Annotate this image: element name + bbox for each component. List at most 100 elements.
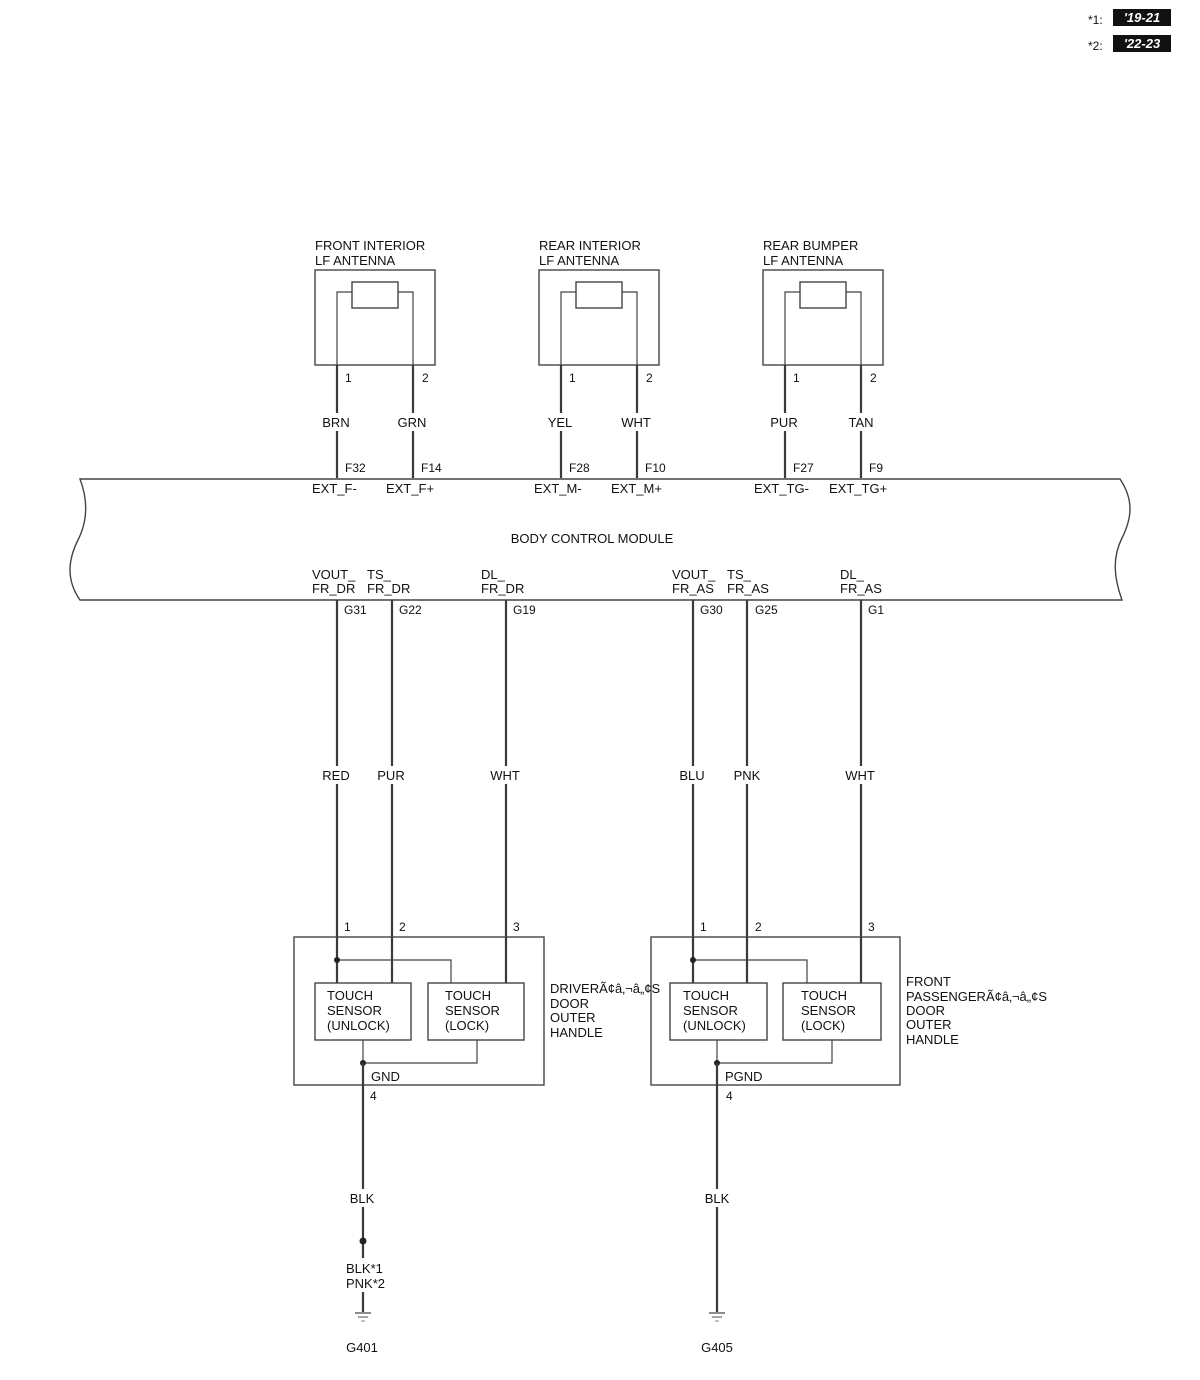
terminal-label: F28 bbox=[569, 461, 590, 475]
antenna-title-line2: LF ANTENNA bbox=[539, 253, 620, 268]
legend-value-2: '22-23 bbox=[1124, 36, 1161, 51]
terminal-label: G22 bbox=[399, 603, 422, 617]
wire-color-label: BLK bbox=[350, 1191, 375, 1206]
handle-label: HANDLE bbox=[550, 1025, 603, 1040]
connector-pin: 4 bbox=[370, 1089, 377, 1103]
antenna-pin-2: 2 bbox=[422, 371, 429, 385]
antenna-coil bbox=[799, 281, 847, 309]
wire-color-label: BLK bbox=[705, 1191, 730, 1206]
internal-feed bbox=[337, 959, 452, 983]
antenna-title-line1: REAR BUMPER bbox=[763, 238, 858, 253]
signal-label: FR_AS bbox=[840, 581, 882, 596]
wire-color-label: PUR bbox=[377, 768, 404, 783]
terminal-label: F14 bbox=[421, 461, 442, 475]
touch-sensor-lock bbox=[427, 982, 525, 1041]
terminal-label: F9 bbox=[869, 461, 883, 475]
connector-pin: 3 bbox=[513, 920, 520, 934]
antenna-lead-1 bbox=[336, 291, 352, 370]
wire-color-label: WHT bbox=[621, 415, 651, 430]
signal-label: VOUT_ bbox=[672, 567, 716, 582]
signal-label: FR_DR bbox=[367, 581, 410, 596]
sensor-label: TOUCH bbox=[683, 988, 729, 1003]
sensor-label: (LOCK) bbox=[801, 1018, 845, 1033]
terminal-label: F27 bbox=[793, 461, 814, 475]
handle-label: PASSENGERÃ¢â‚¬â„¢S bbox=[906, 989, 1047, 1004]
gnd-label: PGND bbox=[725, 1069, 763, 1084]
module-title: BODY CONTROL MODULE bbox=[511, 531, 674, 546]
legend-value-1: '19-21 bbox=[1124, 10, 1160, 25]
antenna-title-line1: REAR INTERIOR bbox=[539, 238, 641, 253]
connector-pin: 1 bbox=[344, 920, 351, 934]
ground-symbol-icon bbox=[709, 1312, 725, 1322]
connector-pin: 4 bbox=[726, 1089, 733, 1103]
signal-label: EXT_TG+ bbox=[829, 481, 887, 496]
antenna-title-line2: LF ANTENNA bbox=[315, 253, 396, 268]
signal-label: EXT_M- bbox=[534, 481, 582, 496]
antenna-box bbox=[538, 269, 660, 366]
signal-label: EXT_M+ bbox=[611, 481, 662, 496]
signal-label: DL_ bbox=[481, 567, 506, 582]
driver-door-handle-circuit: VOUT_ FR_DR TS_ FR_DR DL_ FR_DR G31 G22 … bbox=[293, 567, 661, 1355]
antenna-lead-1 bbox=[560, 291, 576, 370]
antenna-pin-1: 1 bbox=[345, 371, 352, 385]
antenna-coil bbox=[575, 281, 623, 309]
sensor-label: TOUCH bbox=[445, 988, 491, 1003]
connector-pin: 3 bbox=[868, 920, 875, 934]
internal-feed bbox=[693, 959, 808, 983]
antenna-front-interior: FRONT INTERIOR LF ANTENNA 1 2 BRN GRN F3… bbox=[312, 238, 442, 496]
legend: *1: '19-21 *2: '22-23 bbox=[1088, 9, 1171, 53]
signal-label: EXT_TG- bbox=[754, 481, 809, 496]
internal-ground bbox=[716, 1040, 833, 1064]
legend-badge-2 bbox=[1113, 35, 1171, 52]
handle-label: OUTER bbox=[550, 1010, 596, 1025]
handle-label: OUTER bbox=[906, 1017, 952, 1032]
signal-label: VOUT_ bbox=[312, 567, 356, 582]
antenna-lead-1 bbox=[784, 291, 800, 370]
legend-badge-1 bbox=[1113, 9, 1171, 26]
driver-handle-box bbox=[293, 936, 545, 1086]
connector-pin: 1 bbox=[700, 920, 707, 934]
passenger-door-handle-circuit: VOUT_ FR_AS TS_ FR_AS DL_ FR_AS G30 G25 … bbox=[650, 567, 1047, 1355]
handle-label: FRONT bbox=[906, 974, 951, 989]
wire-color-label: BLK*1 bbox=[346, 1261, 383, 1276]
terminal-label: F32 bbox=[345, 461, 366, 475]
body-control-module-outline bbox=[69, 478, 1131, 601]
signal-label: EXT_F- bbox=[312, 481, 357, 496]
antenna-rear-bumper: REAR BUMPER LF ANTENNA 1 2 PUR TAN F27 F… bbox=[754, 238, 887, 496]
antenna-lead-2 bbox=[846, 291, 862, 370]
passenger-handle-box bbox=[650, 936, 901, 1086]
signal-label: FR_DR bbox=[481, 581, 524, 596]
signal-label: TS_ bbox=[727, 567, 752, 582]
ground-symbol-icon bbox=[355, 1312, 371, 1322]
sensor-label: (UNLOCK) bbox=[683, 1018, 746, 1033]
handle-label: DOOR bbox=[550, 996, 589, 1011]
sensor-label: SENSOR bbox=[327, 1003, 382, 1018]
wire-color-label: RED bbox=[322, 768, 349, 783]
wire-color-label: BRN bbox=[322, 415, 349, 430]
antenna-lead-2 bbox=[622, 291, 638, 370]
wire-color-label: PNK bbox=[734, 768, 761, 783]
wire-color-label: TAN bbox=[848, 415, 873, 430]
antenna-pin-2: 2 bbox=[870, 371, 877, 385]
sensor-label: SENSOR bbox=[801, 1003, 856, 1018]
ground-label: G401 bbox=[346, 1340, 378, 1355]
antenna-title-line1: FRONT INTERIOR bbox=[315, 238, 425, 253]
sensor-label: TOUCH bbox=[801, 988, 847, 1003]
antenna-pin-1: 1 bbox=[569, 371, 576, 385]
antenna-pin-1: 1 bbox=[793, 371, 800, 385]
touch-sensor-unlock bbox=[669, 982, 768, 1041]
signal-label: TS_ bbox=[367, 567, 392, 582]
antenna-box bbox=[762, 269, 884, 366]
signal-label: FR_DR bbox=[312, 581, 355, 596]
terminal-label: G25 bbox=[755, 603, 778, 617]
sensor-label: SENSOR bbox=[683, 1003, 738, 1018]
splice-dot bbox=[359, 1237, 367, 1245]
legend-key-1: *1: bbox=[1088, 13, 1103, 27]
signal-label: FR_AS bbox=[672, 581, 714, 596]
connector-pin: 2 bbox=[755, 920, 762, 934]
antenna-title-line2: LF ANTENNA bbox=[763, 253, 844, 268]
signal-label: FR_AS bbox=[727, 581, 769, 596]
antenna-pin-2: 2 bbox=[646, 371, 653, 385]
antenna-lead-2 bbox=[398, 291, 414, 370]
